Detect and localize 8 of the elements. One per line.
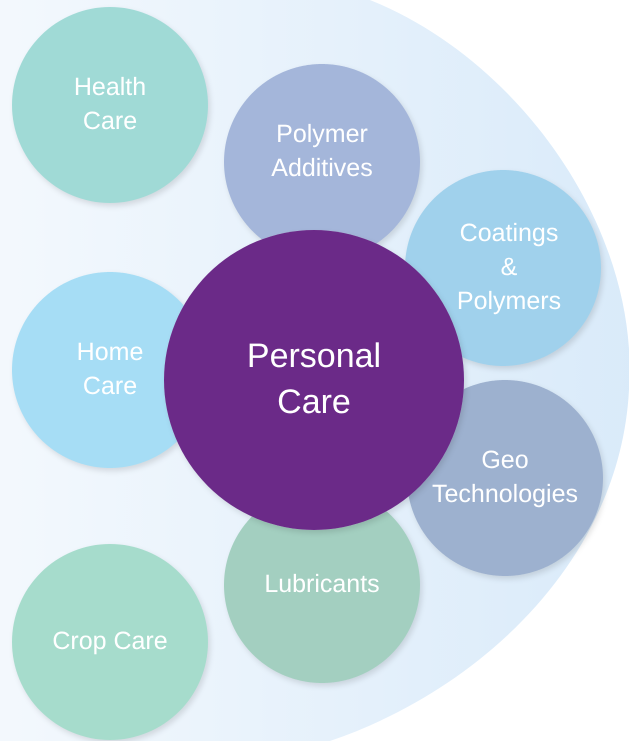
circle-label: Geo Technologies: [431, 445, 579, 510]
circle-label: Lubricants: [263, 569, 381, 600]
circle-label: Crop Care: [51, 626, 169, 658]
circle-label: Polymer Additives: [270, 119, 374, 184]
circle-label: Home Care: [76, 337, 144, 402]
circle-label: Personal Care: [246, 336, 382, 423]
circle-label: Health Care: [72, 72, 148, 137]
circle-label: Coatings & Polymers: [456, 218, 562, 317]
